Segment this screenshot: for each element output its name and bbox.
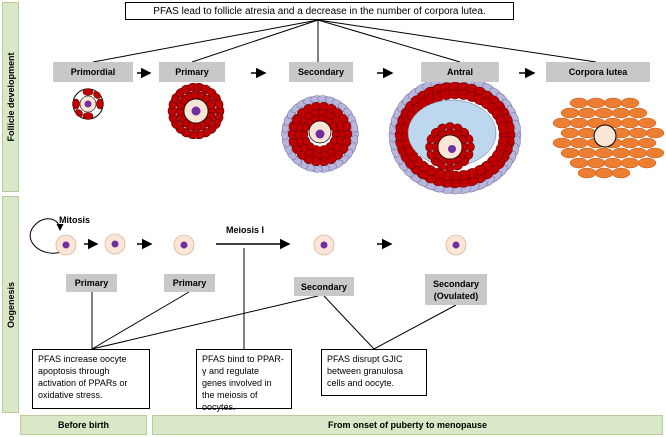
luteal-cell bbox=[594, 147, 614, 159]
luteal-cell bbox=[620, 157, 640, 169]
oogenesis-mitosis-loop bbox=[29, 218, 64, 254]
luteal-cell bbox=[577, 147, 597, 159]
oogenesis-oocytes bbox=[55, 233, 467, 256]
luteal-cell bbox=[552, 137, 572, 149]
luteal-cell bbox=[620, 137, 640, 149]
granulosa-cell bbox=[342, 120, 352, 132]
meiosis-label: Meiosis I bbox=[226, 225, 265, 235]
luteal-cell bbox=[577, 127, 597, 139]
luteal-cell bbox=[552, 117, 572, 129]
follicle-development-sidebar: Follicle development bbox=[2, 2, 19, 192]
note-connector-lines bbox=[91, 248, 457, 350]
cumulus-cell bbox=[467, 142, 475, 152]
note-ppar: PFAS bind to PPAR-γ and regulate genes i… bbox=[196, 349, 292, 412]
luteal-cell bbox=[637, 117, 657, 129]
timeline-puberty-to-menopause: From onset of puberty to menopause bbox=[152, 415, 663, 435]
primordial-follicle bbox=[72, 88, 104, 120]
granulosa-cell bbox=[214, 98, 224, 110]
luteal-cell bbox=[577, 167, 597, 179]
luteal-cell bbox=[628, 107, 648, 119]
secondary-follicle-granulosa bbox=[287, 102, 353, 166]
secondary-follicle-theca bbox=[281, 95, 359, 173]
luteal-cell bbox=[560, 147, 580, 159]
antral-follicle bbox=[388, 75, 522, 195]
luteal-cell bbox=[620, 97, 640, 109]
luteal-cell bbox=[628, 127, 648, 139]
oocyte-label-secondary: Secondary bbox=[294, 277, 354, 296]
stage-label-antral: Antral bbox=[421, 62, 499, 82]
stage-label-primordial: Primordial bbox=[53, 62, 133, 82]
note-apoptosis: PFAS increase oocyte apoptosis through a… bbox=[32, 349, 150, 409]
oogenesis-sidebar: Oogenesis bbox=[2, 196, 19, 413]
luteal-cell bbox=[569, 97, 589, 109]
header-note: PFAS lead to follicle atresia and a decr… bbox=[125, 2, 514, 20]
luteal-cell bbox=[645, 127, 665, 139]
oocyte-label-primary-1: Primary bbox=[66, 274, 117, 292]
oocyte-label-primary-2: Primary bbox=[164, 274, 215, 292]
stage-label-secondary: Secondary bbox=[289, 62, 353, 82]
stage-label-corpora-lutea: Corpora lutea bbox=[546, 62, 650, 82]
oocyte-label-secondary-ovulated: Secondary (Ovulated) bbox=[425, 274, 487, 305]
cumulus-cell bbox=[425, 142, 433, 152]
luteal-cell bbox=[645, 147, 665, 159]
luteal-cell bbox=[603, 157, 623, 169]
luteal-cell bbox=[611, 167, 631, 179]
luteal-cell bbox=[611, 147, 631, 159]
note-gjic: PFAS disrupt GJIC between granulosa cell… bbox=[321, 349, 427, 396]
primary-follicle bbox=[167, 82, 225, 140]
luteal-cell bbox=[560, 107, 580, 119]
luteal-cell bbox=[594, 107, 614, 119]
luteal-cell bbox=[594, 167, 614, 179]
timeline-before-birth: Before birth bbox=[20, 415, 147, 435]
luteal-cell bbox=[569, 157, 589, 169]
luteal-cell bbox=[637, 157, 657, 169]
cumulus-cell bbox=[445, 122, 455, 130]
luteal-cell bbox=[620, 117, 640, 129]
luteal-cell bbox=[611, 107, 631, 119]
cumulus-cell bbox=[465, 134, 474, 144]
header-fan-lines bbox=[92, 19, 597, 63]
luteal-cell bbox=[569, 137, 589, 149]
luteal-cell bbox=[577, 107, 597, 119]
luteal-cell bbox=[586, 157, 606, 169]
mitosis-label: Mitosis bbox=[59, 215, 91, 225]
luteal-cell bbox=[603, 97, 623, 109]
luteal-cell bbox=[560, 127, 580, 139]
luteal-cell bbox=[637, 137, 657, 149]
stage-label-primary: Primary bbox=[159, 62, 225, 82]
granulosa-cell bbox=[498, 121, 509, 135]
luteal-cell bbox=[586, 97, 606, 109]
luteal-cell bbox=[628, 147, 648, 159]
cumulus-cell bbox=[445, 164, 455, 172]
luteal-cell bbox=[569, 117, 589, 129]
